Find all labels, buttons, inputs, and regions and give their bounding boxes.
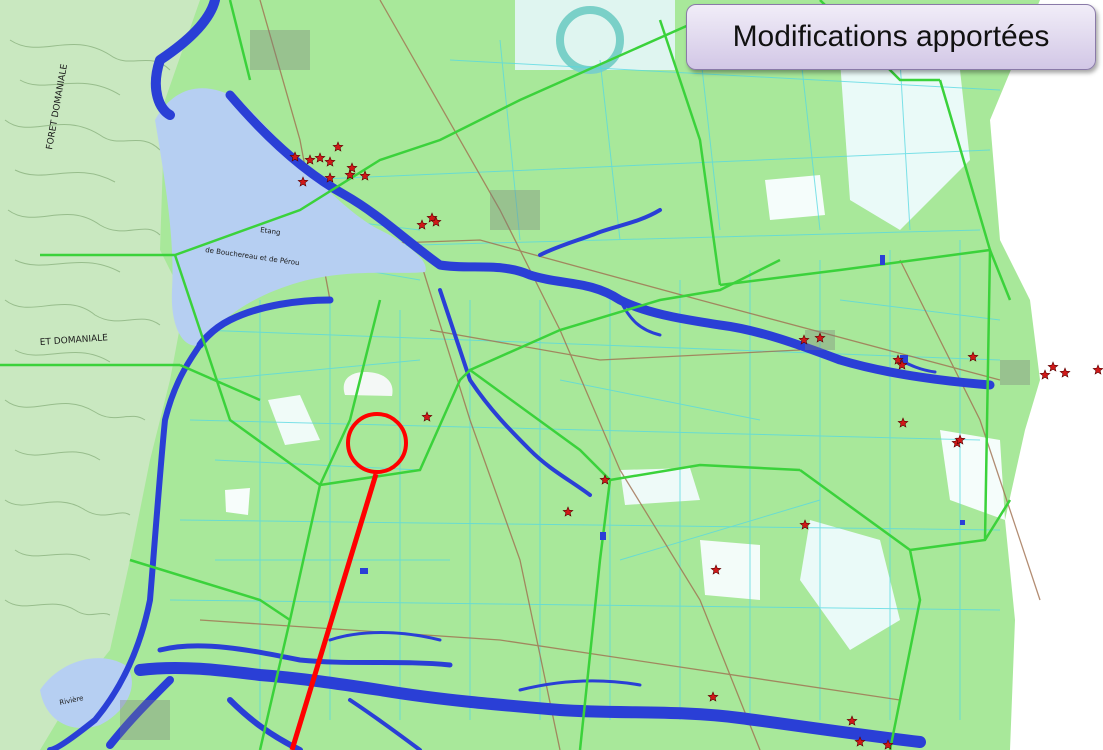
zone-boundaries [0,0,1012,750]
field-small-1 [765,175,825,220]
star-icon [798,334,810,345]
lake [155,88,426,346]
star-icon [430,216,442,227]
star-icon [1047,361,1059,372]
field-east [940,430,1005,520]
star-icon [707,691,719,702]
star-icon [314,152,326,163]
star-icon [344,169,356,180]
star-icon [324,156,336,167]
star-icon [710,564,722,575]
towns [120,30,1030,740]
star-icon [897,417,909,428]
star-icon [1059,367,1071,378]
star-icon [967,351,979,362]
star-icon [346,162,358,173]
star-icon [892,354,904,365]
star-icon [896,359,908,370]
ponds [360,255,965,574]
star-icon [359,170,371,181]
flood-zone [47,0,995,750]
star-icon [332,141,344,152]
highlight-circle-icon [346,412,408,474]
highlight-pointer-line [289,473,379,750]
star-icon [304,154,316,165]
forest-contours [4,39,171,616]
star-icon [1039,369,1051,380]
callout-box: Modifications apportées [686,4,1096,70]
star-icon [814,332,826,343]
field-se [800,520,900,650]
markers [289,141,1103,750]
star-icon [416,219,428,230]
star-icon [854,736,866,747]
field-small-4 [700,540,760,600]
road-network [199,0,1041,750]
star-icon [421,411,433,422]
star-icon [289,151,301,162]
forest-area [0,0,200,750]
star-icon [882,739,894,750]
star-icon [1092,364,1103,375]
drainage-network [169,39,1001,720]
star-icon [324,172,336,183]
star-icon [799,519,811,530]
label-pond-1: Etang [260,226,281,237]
field-oval [343,372,393,396]
field-small-2 [268,395,320,445]
callout-title: Modifications apportées [732,20,1050,53]
star-icon [297,176,309,187]
star-icon [562,506,574,517]
field-small-3 [620,468,700,505]
field-small-5 [225,488,250,515]
star-icon [846,715,858,726]
label-forest-mid: ET DOMANIALE [40,333,109,348]
lake-small-sw [40,658,132,729]
star-icon [954,434,966,445]
star-icon [599,474,611,485]
